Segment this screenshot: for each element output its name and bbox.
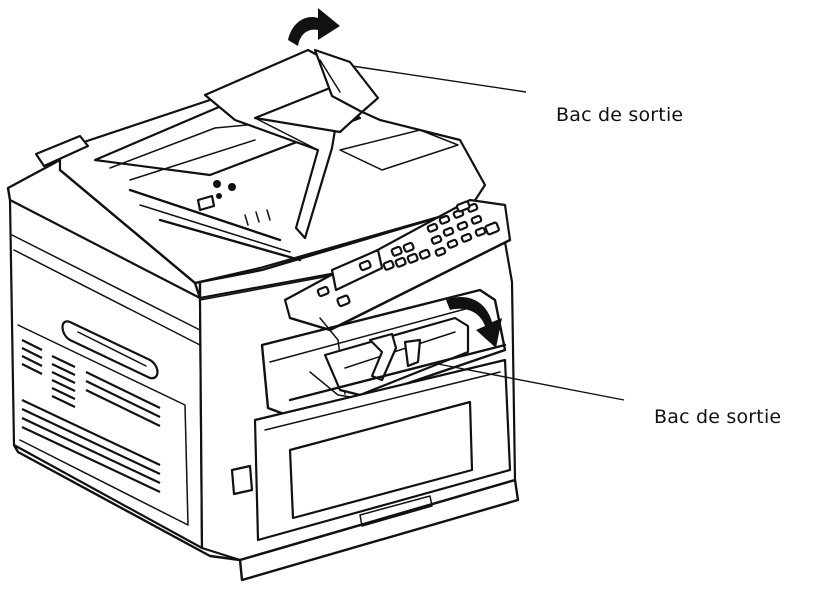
front-panel [230,358,520,582]
callout-line-top [351,65,527,93]
bottom-tray-label: Bac de sortie [654,406,782,428]
lift-arrow-icon [288,8,340,46]
display-screen [330,248,384,292]
top-tray-label: Bac de sortie [556,104,684,126]
keypad [426,200,500,257]
open-arrow-icon [446,296,502,348]
navigation-keys [382,241,431,271]
output-area [260,288,507,422]
vent-grille [21,339,161,493]
callout-line-bottom [437,363,625,401]
side-details [17,320,189,526]
scanner-unit [34,48,487,300]
control-panel [283,198,512,332]
